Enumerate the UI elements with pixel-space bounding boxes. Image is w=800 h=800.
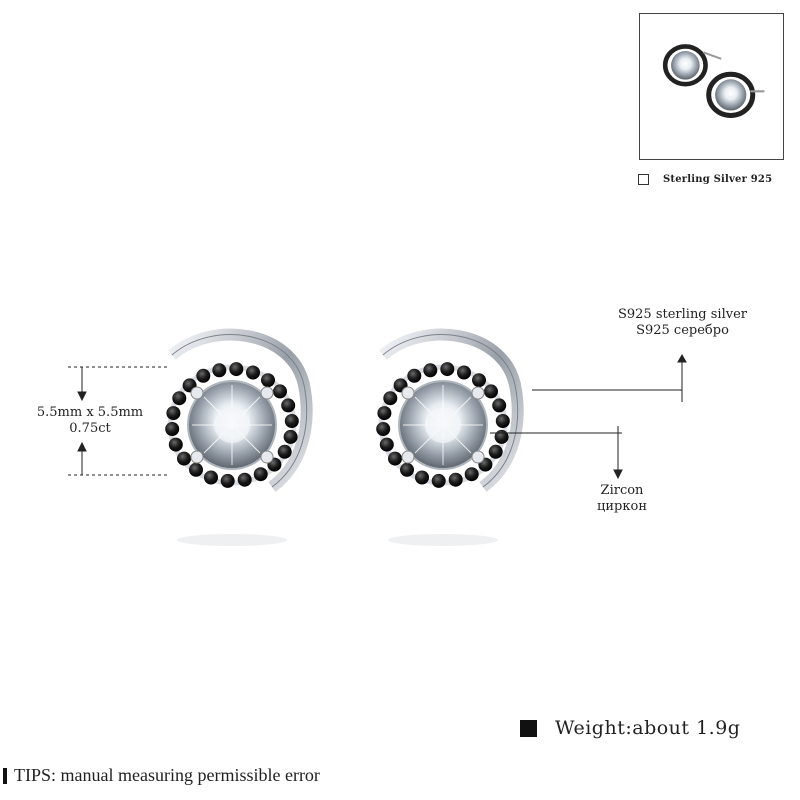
bullet-square-icon [520, 719, 537, 737]
material-leader-line [532, 353, 687, 402]
option-checkbox[interactable] [638, 173, 649, 185]
size-dimension-lines [68, 366, 170, 476]
size-line2: 0.75ct [69, 421, 111, 436]
weight-info: Weight:about 1.9g [520, 717, 740, 739]
right-earring [376, 335, 517, 488]
stone-line1: Zircon [600, 483, 644, 498]
material-annotation: S925 sterling silver S925 серебро [590, 307, 775, 339]
tips-label: TIPS: manual measuring permissible error [14, 765, 320, 785]
size-line1: 5.5mm x 5.5mm [36, 405, 144, 420]
stone-annotation: Zircon циркон [582, 483, 662, 515]
product-thumbnail[interactable] [639, 13, 784, 160]
material-line2: S925 серебро [636, 323, 729, 338]
material-option[interactable]: Sterling Silver 925 [638, 171, 772, 187]
weight-label: Weight:about 1.9g [555, 717, 741, 739]
left-earring [165, 335, 306, 488]
stone-leader-line [490, 426, 623, 480]
bullet-bar-icon [3, 767, 7, 784]
size-annotation: 5.5mm x 5.5mm 0.75ct [30, 405, 150, 437]
right-reflection [388, 534, 498, 546]
tips-info: TIPS: manual measuring permissible error [3, 765, 320, 786]
option-label: Sterling Silver 925 [663, 173, 773, 185]
material-line1: S925 sterling silver [617, 307, 748, 322]
earring-thumbnail-icon [662, 44, 765, 118]
left-reflection [177, 534, 287, 546]
stone-line2: циркон [597, 499, 647, 514]
